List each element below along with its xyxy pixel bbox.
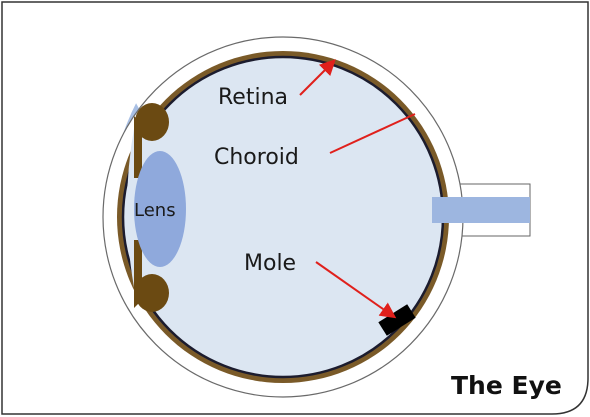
diagram-title: The Eye — [451, 371, 562, 400]
ciliary-muscle-top — [135, 103, 169, 141]
ciliary-muscle-bottom — [135, 274, 169, 312]
label-choroid: Choroid — [214, 145, 299, 170]
label-lens: Lens — [134, 200, 176, 221]
label-retina: Retina — [218, 85, 288, 110]
label-mole: Mole — [244, 251, 296, 276]
optic-nerve — [432, 197, 530, 223]
